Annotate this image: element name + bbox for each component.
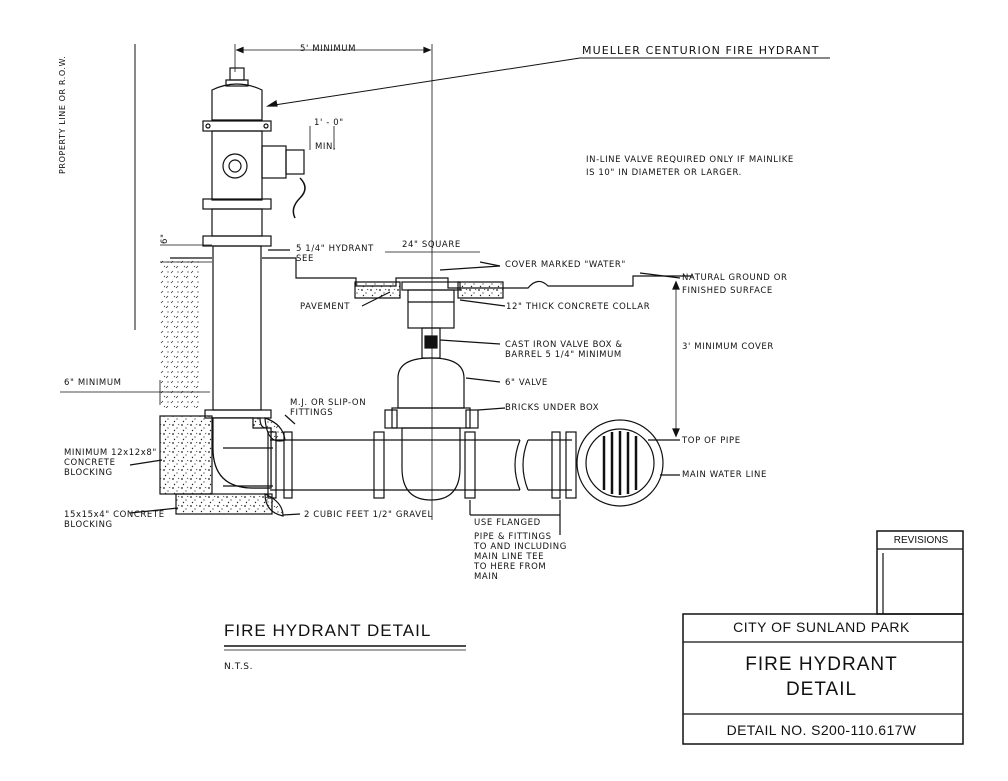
min-label: MIN.: [315, 142, 337, 152]
valve-box-label: CAST IRON VALVE BOX & BARREL 5 1/4" MINI…: [505, 340, 623, 360]
six-minimum-label: 6" MINIMUM: [64, 378, 122, 388]
gravel-label: 2 CUBIC FEET 1/2" GRAVEL: [304, 510, 433, 520]
main-water-line-label: MAIN WATER LINE: [682, 470, 767, 480]
collar-label: 12" THICK CONCRETE COLLAR: [506, 302, 651, 312]
detail-number: DETAIL NO. S200-110.617W: [726, 722, 917, 738]
drawing-name: FIRE HYDRANT DETAIL: [745, 654, 898, 700]
mj-fittings-label: M.J. OR SLIP-ON FITTINGS: [290, 398, 367, 418]
revisions-label: REVISIONS: [893, 535, 949, 546]
top-of-pipe-label: TOP OF PIPE: [682, 436, 741, 446]
property-line-label: PROPERTY LINE OR R.O.W.: [58, 55, 67, 174]
hydrant-see-label: 5 1/4" HYDRANT SEE: [296, 244, 374, 264]
pipe-fittings-label: PIPE & FITTINGS TO AND INCLUDING MAIN LI…: [474, 532, 567, 582]
blocking-12-label: MINIMUM 12x12x8" CONCRETE BLOCKING: [64, 448, 157, 478]
natural-ground-label: NATURAL GROUND OR FINISHED SURFACE: [682, 273, 788, 296]
one-foot-label: 1' - 0": [314, 118, 344, 128]
min-cover-label: 3' MINIMUM COVER: [682, 342, 774, 352]
six-valve-label: 6" VALVE: [505, 378, 548, 388]
drawing-title: FIRE HYDRANT DETAIL: [224, 621, 432, 640]
mueller-hydrant-label: MUELLER CENTURION FIRE HYDRANT: [582, 44, 820, 57]
six-inch-label: 6": [160, 233, 170, 244]
scale-label: N.T.S.: [224, 662, 254, 672]
five-minimum-label: 5' MINIMUM: [300, 44, 357, 54]
square-label: 24" SQUARE: [402, 240, 461, 250]
bricks-label: BRICKS UNDER BOX: [505, 403, 600, 413]
city-name: CITY OF SUNLAND PARK: [733, 619, 910, 635]
pavement-label: PAVEMENT: [300, 302, 351, 312]
inline-valve-note: IN-LINE VALVE REQUIRED ONLY IF MAINLIKE …: [586, 155, 794, 178]
cover-label: COVER MARKED "WATER": [505, 260, 626, 270]
blocking-15-label: 15x15x4" CONCRETE BLOCKING: [64, 510, 165, 530]
use-flanged-label: USE FLANGED: [474, 518, 541, 528]
